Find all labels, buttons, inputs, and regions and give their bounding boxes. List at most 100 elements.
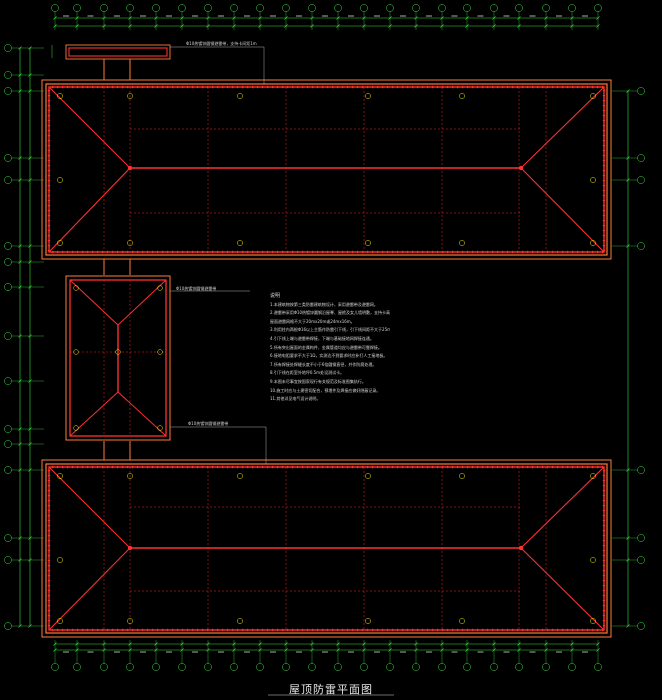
conductor-support	[472, 85, 474, 89]
conductor-support	[432, 465, 434, 469]
row-axis-bubble	[4, 425, 12, 433]
conductor-support	[47, 220, 51, 222]
row-axis-bubble	[4, 466, 12, 474]
conductor-support	[52, 628, 54, 632]
conductor-support	[387, 465, 389, 469]
column-axis-bubble	[412, 4, 420, 12]
dimension-tick	[28, 46, 32, 50]
conductor-support	[47, 150, 51, 152]
conductor-support	[602, 150, 606, 152]
conductor-support	[457, 628, 459, 632]
row-axis-bubble	[4, 258, 12, 266]
conductor-support	[112, 628, 114, 632]
conductor-support	[602, 570, 606, 572]
conductor-support	[232, 465, 234, 469]
conductor-support	[397, 628, 399, 632]
conductor-support	[602, 585, 606, 587]
conductor-support	[492, 250, 494, 254]
conductor-support	[327, 85, 329, 89]
conductor-support	[567, 465, 569, 469]
conductor-support	[602, 185, 606, 187]
dimension-tick	[310, 16, 314, 20]
dimension-tick	[336, 648, 340, 652]
dimension-tick	[492, 24, 496, 28]
conductor-support	[437, 250, 439, 254]
conductor-support	[47, 110, 51, 112]
conductor-support	[392, 628, 394, 632]
conductor-support	[47, 530, 51, 532]
conductor-support	[167, 465, 169, 469]
conductor-support	[267, 250, 269, 254]
conductor-support	[602, 535, 606, 537]
conductor-support	[367, 250, 369, 254]
conductor-support	[322, 465, 324, 469]
conductor-support	[142, 465, 144, 469]
down-conductor-marker	[73, 349, 79, 355]
conductor-support	[352, 250, 354, 254]
dimension-tick	[75, 16, 79, 20]
column-axis-bubble	[308, 4, 316, 12]
conductor-support	[292, 465, 294, 469]
dimension-tick	[53, 16, 57, 20]
conductor-support	[112, 85, 114, 89]
conductor-support	[47, 190, 51, 192]
hip-conductor	[520, 547, 605, 631]
conductor-support	[47, 155, 51, 157]
conductor-support	[307, 628, 309, 632]
conductor-support	[582, 628, 584, 632]
conductor-support	[602, 525, 606, 527]
conductor-support	[542, 250, 544, 254]
conductor-support	[602, 110, 606, 112]
conductor-support	[47, 520, 51, 522]
conductor-support	[592, 250, 594, 254]
conductor-support	[422, 628, 424, 632]
conductor-support	[92, 465, 94, 469]
conductor-support	[592, 465, 594, 469]
conductor-support	[207, 85, 209, 89]
column-axis-bubble	[490, 663, 498, 671]
conductor-support	[172, 465, 174, 469]
conductor-support	[592, 628, 594, 632]
conductor-support	[437, 465, 439, 469]
conductor-support	[137, 85, 139, 89]
conductor-support	[127, 85, 129, 89]
conductor-support	[57, 250, 59, 254]
conductor-support	[482, 465, 484, 469]
dimension-tick	[414, 648, 418, 652]
hip-conductor	[520, 86, 605, 169]
dimension-tick	[258, 648, 262, 652]
conductor-support	[162, 85, 164, 89]
down-conductor-marker	[459, 240, 465, 246]
conductor-support	[182, 465, 184, 469]
conductor-support	[137, 250, 139, 254]
conductor-support	[432, 628, 434, 632]
conductor-support	[77, 628, 79, 632]
down-conductor-marker	[127, 473, 133, 479]
note-line: 4.引下线上端与避雷带焊接，下端与基础接地网焊接连通。	[270, 335, 374, 341]
conductor-support	[312, 465, 314, 469]
conductor-support	[212, 465, 214, 469]
conductor-support	[382, 85, 384, 89]
conductor-support	[122, 250, 124, 254]
conductor-support	[482, 628, 484, 632]
conductor-support	[557, 85, 559, 89]
conductor-support	[382, 250, 384, 254]
dimension-tick	[362, 24, 366, 28]
conductor-support	[47, 215, 51, 217]
conductor-support	[427, 628, 429, 632]
conductor-support	[47, 605, 51, 607]
dimension-tick	[544, 648, 548, 652]
conductor-support	[497, 250, 499, 254]
row-axis-bubble	[4, 71, 12, 79]
conductor-support	[107, 85, 109, 89]
conductor-support	[337, 85, 339, 89]
down-conductor-marker	[127, 240, 133, 246]
dimension-tick	[18, 244, 22, 248]
conductor-support	[452, 250, 454, 254]
conductor-support	[177, 628, 179, 632]
conductor-support	[327, 628, 329, 632]
conductor-support	[372, 628, 374, 632]
conductor-support	[182, 85, 184, 89]
down-conductor-marker	[237, 93, 243, 99]
dimension-tick	[570, 24, 574, 28]
